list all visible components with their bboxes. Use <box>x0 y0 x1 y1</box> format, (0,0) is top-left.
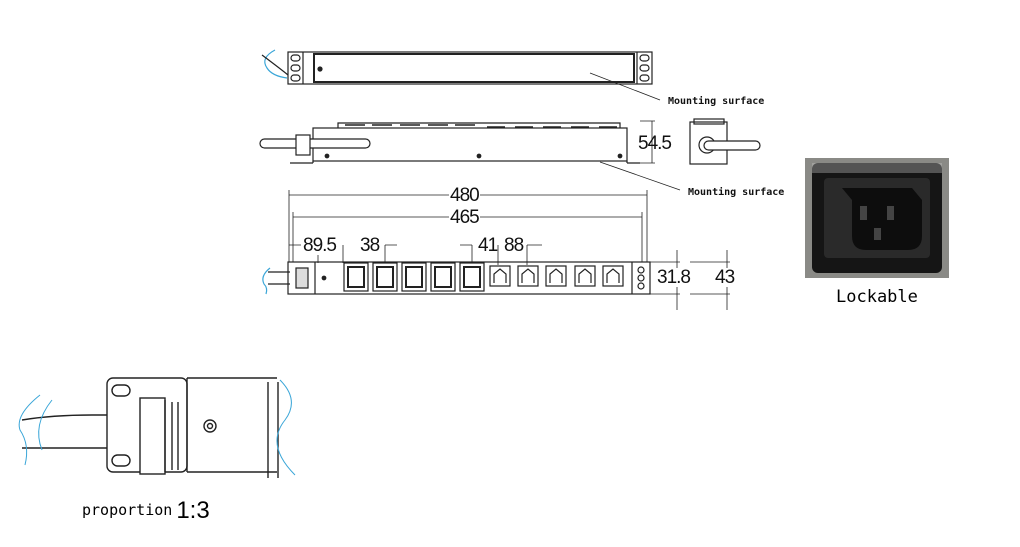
dim-overall-length: 480 <box>449 185 480 206</box>
dim-socket-pitch: 88 <box>504 235 524 256</box>
dim-first-offset: 89.5 <box>302 235 337 256</box>
mounting-surface-label-top: Mounting surface <box>668 96 765 107</box>
lockable-caption: Lockable <box>836 287 918 307</box>
end-view <box>689 118 761 165</box>
dim-mount-length: 465 <box>449 207 480 228</box>
front-view <box>262 190 730 310</box>
lockable-socket-photo <box>805 158 949 278</box>
mounting-surface-label-side: Mounting surface <box>688 187 785 198</box>
dim-height-side: 54.5 <box>638 133 672 154</box>
socket-outlets <box>489 265 624 287</box>
dim-gap: 41 <box>478 235 498 256</box>
proportion-label: proportion <box>82 501 173 519</box>
cable-gland-detail <box>18 377 296 478</box>
top-view <box>261 49 661 101</box>
dim-c13-pitch: 38 <box>359 235 380 256</box>
c13-outlets <box>343 262 485 292</box>
dim-body-height: 31.8 <box>656 267 691 288</box>
side-view <box>259 120 681 191</box>
proportion-ratio: 1:3 <box>176 497 210 524</box>
dim-total-height: 43 <box>714 267 735 288</box>
